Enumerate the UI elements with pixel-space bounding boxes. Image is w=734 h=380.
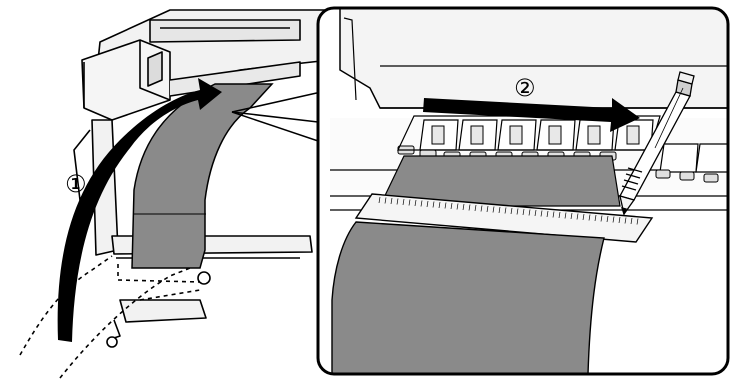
media-sheet-detail-bottom	[332, 222, 604, 374]
step-1-label: ①	[65, 170, 87, 198]
detail-view: ②	[318, 8, 730, 374]
step-2-label: ②	[514, 74, 536, 102]
